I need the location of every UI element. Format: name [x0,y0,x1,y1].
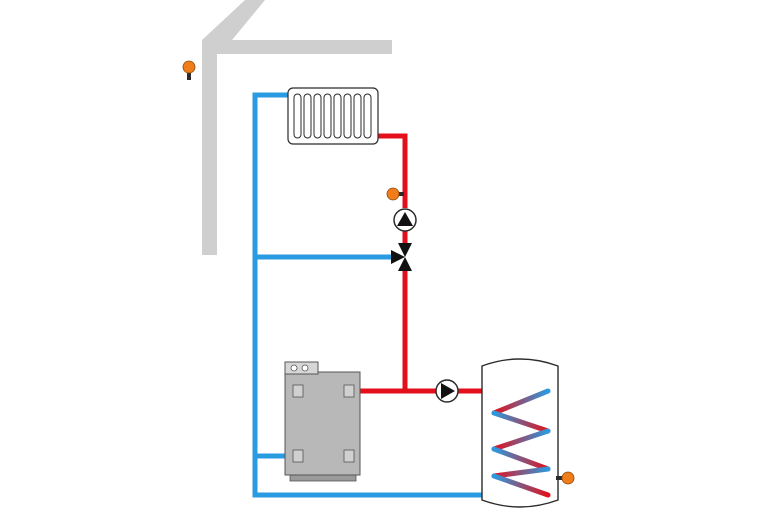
coil-segment-2 [491,410,551,434]
mixer-valve-top-icon [398,243,412,257]
supply-pipes [354,133,548,394]
boiler-top-panel [284,361,319,375]
boiler [284,361,361,482]
cylinder-temperature-sensor [556,471,575,485]
radiator-fins [293,93,372,139]
coil-segment-6 [491,473,551,498]
boiler-connector-bottom-right [343,449,355,463]
boiler-connector-top-right [343,384,355,398]
flow-temperature-sensor [386,187,404,201]
coil-segment-3 [491,428,551,452]
boiler-knob-right-icon [301,364,309,372]
flow-sensor-icon [386,187,400,201]
heating-pump-arrow-icon [397,212,413,226]
hot-water-cylinder [481,358,559,508]
mixer-valve-left-icon [391,250,405,264]
coil-segment-5 [491,466,551,479]
house-roof-wall [202,0,392,255]
cylinder-heat-coil [491,388,551,498]
charging-pump-arrow-icon [441,383,455,399]
house-outline [202,0,392,255]
three-way-mixing-valve [391,243,412,271]
outdoor-sensor [182,60,196,80]
radiator [287,87,379,145]
boiler-connector-bottom-left [292,449,304,463]
coil-segment-4 [491,446,551,472]
boiler-connector-top-left [292,384,304,398]
mixer-valve-bottom-icon [398,257,412,271]
cylinder-sensor-icon [561,471,575,485]
flow-sensor-stem [395,192,404,196]
outdoor-sensor-icon [182,60,196,74]
supply-pipe-radiator [378,133,408,208]
boiler-base [289,474,357,482]
boiler-knob-left-icon [290,364,298,372]
cylinder-sensor-stem [556,476,565,480]
heating-circuit-pump [393,208,417,232]
return-pipe-radiator-to-boiler [252,92,548,498]
storage-charging-pump [435,379,459,403]
coil-segment-1 [491,388,551,416]
